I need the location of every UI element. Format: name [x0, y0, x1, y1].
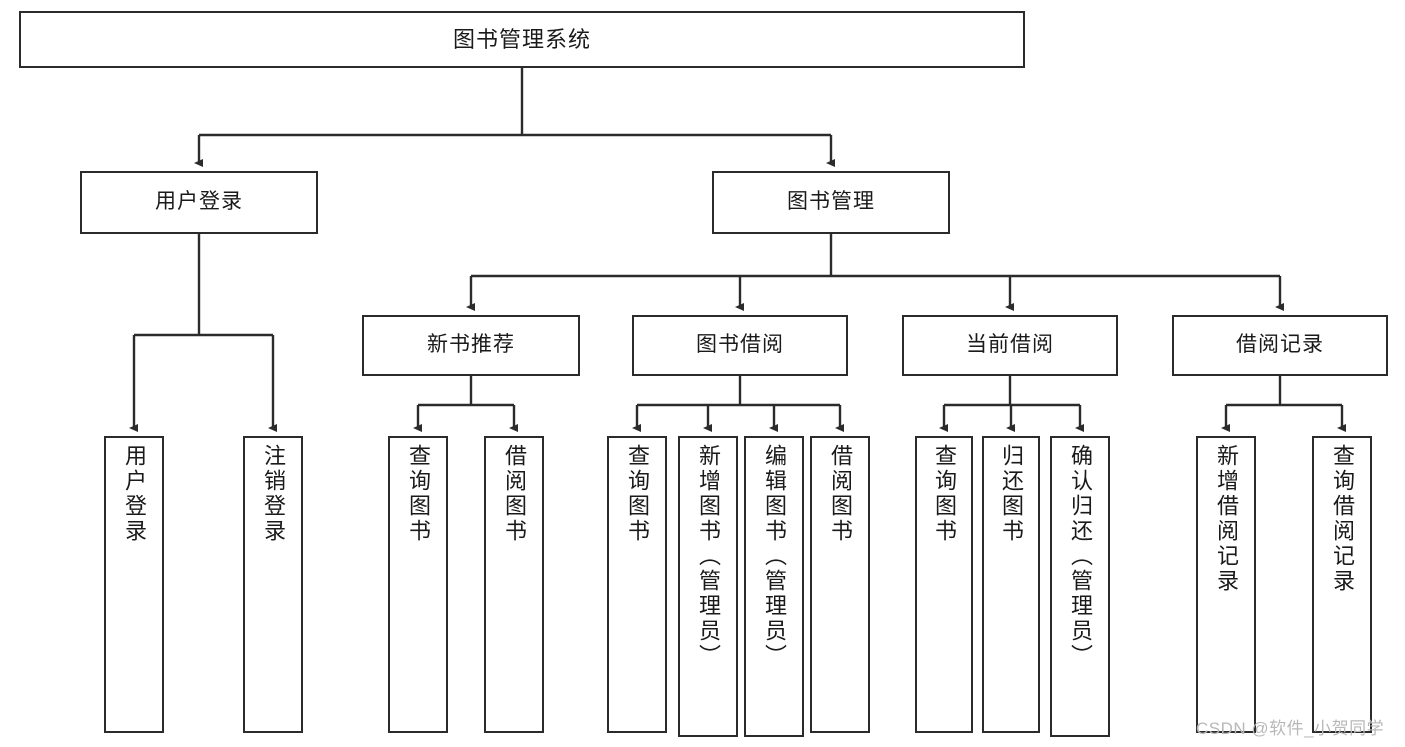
leaf-borrow-book[interactable]: 借阅图书 [810, 436, 870, 733]
leaf-return-book[interactable]: 归还图书 [982, 436, 1040, 733]
node-book-borrow[interactable]: 图书借阅 [632, 315, 848, 376]
leaf-borrow-book-recommend-label: 借阅图书 [502, 444, 527, 544]
node-user-login[interactable]: 用户登录 [80, 171, 318, 234]
leaf-query-borrow-record-label: 查询借阅记录 [1330, 444, 1355, 594]
leaf-confirm-return-label: 确认归还（管理员） [1068, 444, 1093, 669]
watermark: CSDN @软件_小贺同学 [1196, 719, 1385, 738]
leaf-return-book-label: 归还图书 [999, 444, 1024, 544]
node-borrow-record-label: 借阅记录 [1236, 333, 1324, 357]
leaf-user-logout[interactable]: 注销登录 [243, 436, 303, 733]
node-new-book-recommend[interactable]: 新书推荐 [362, 315, 580, 376]
leaf-query-book-recommend-label: 查询图书 [406, 444, 431, 544]
leaf-add-borrow-record[interactable]: 新增借阅记录 [1196, 436, 1256, 733]
leaf-edit-book-label: 编辑图书（管理员） [762, 444, 787, 669]
leaf-query-book-recommend[interactable]: 查询图书 [388, 436, 448, 733]
node-user-login-label: 用户登录 [155, 190, 243, 214]
node-new-book-recommend-label: 新书推荐 [427, 333, 515, 357]
leaf-query-borrow-record[interactable]: 查询借阅记录 [1312, 436, 1372, 733]
leaf-user-logout-label: 注销登录 [261, 444, 286, 544]
leaf-borrow-book-label: 借阅图书 [828, 444, 853, 544]
leaf-borrow-book-recommend[interactable]: 借阅图书 [484, 436, 544, 733]
leaf-add-book[interactable]: 新增图书（管理员） [678, 436, 738, 737]
leaf-confirm-return[interactable]: 确认归还（管理员） [1050, 436, 1110, 737]
leaf-user-login[interactable]: 用户登录 [104, 436, 164, 733]
leaf-user-login-label: 用户登录 [122, 444, 147, 544]
node-current-borrow-label: 当前借阅 [966, 333, 1054, 357]
node-borrow-record[interactable]: 借阅记录 [1172, 315, 1388, 376]
leaf-edit-book[interactable]: 编辑图书（管理员） [744, 436, 804, 737]
node-book-manage[interactable]: 图书管理 [712, 171, 950, 234]
leaf-add-borrow-record-label: 新增借阅记录 [1214, 444, 1239, 594]
leaf-query-book-current[interactable]: 查询图书 [915, 436, 973, 733]
leaf-query-book-borrow-label: 查询图书 [625, 444, 650, 544]
node-current-borrow[interactable]: 当前借阅 [902, 315, 1118, 376]
node-book-manage-label: 图书管理 [787, 190, 875, 214]
leaf-query-book-borrow[interactable]: 查询图书 [607, 436, 667, 733]
leaf-query-book-current-label: 查询图书 [932, 444, 957, 544]
node-root[interactable]: 图书管理系统 [19, 11, 1025, 68]
leaf-add-book-label: 新增图书（管理员） [696, 444, 721, 669]
node-book-borrow-label: 图书借阅 [696, 333, 784, 357]
node-root-label: 图书管理系统 [452, 26, 591, 52]
